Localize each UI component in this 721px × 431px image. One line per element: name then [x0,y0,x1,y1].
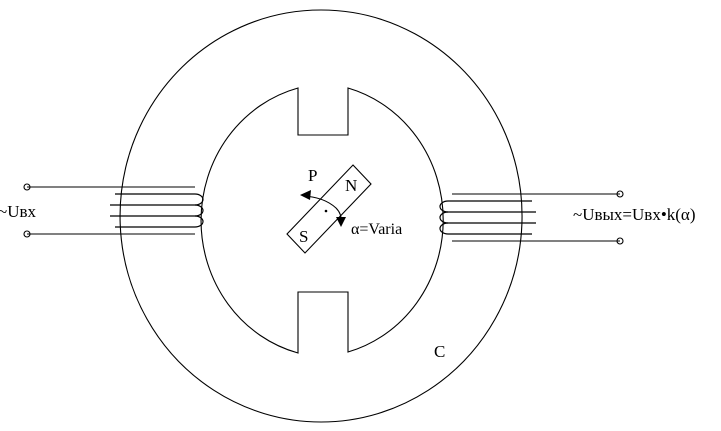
rotor-axis-dot [325,210,328,213]
arrowhead-alpha-icon [336,217,346,227]
rotation-arrow [300,190,346,227]
arrowhead-p-icon [300,190,311,200]
angle-label: α=Varia [351,221,402,238]
core-label: C [434,342,445,361]
input-voltage-label: ~Uвх [0,202,37,221]
rotor-p-label: P [308,166,317,185]
output-voltage-label: ~Uвых=Uвх•k(α) [573,205,696,224]
pole-south-label: S [299,227,308,246]
pole-north-label: N [345,176,357,195]
input-coil [24,184,203,237]
